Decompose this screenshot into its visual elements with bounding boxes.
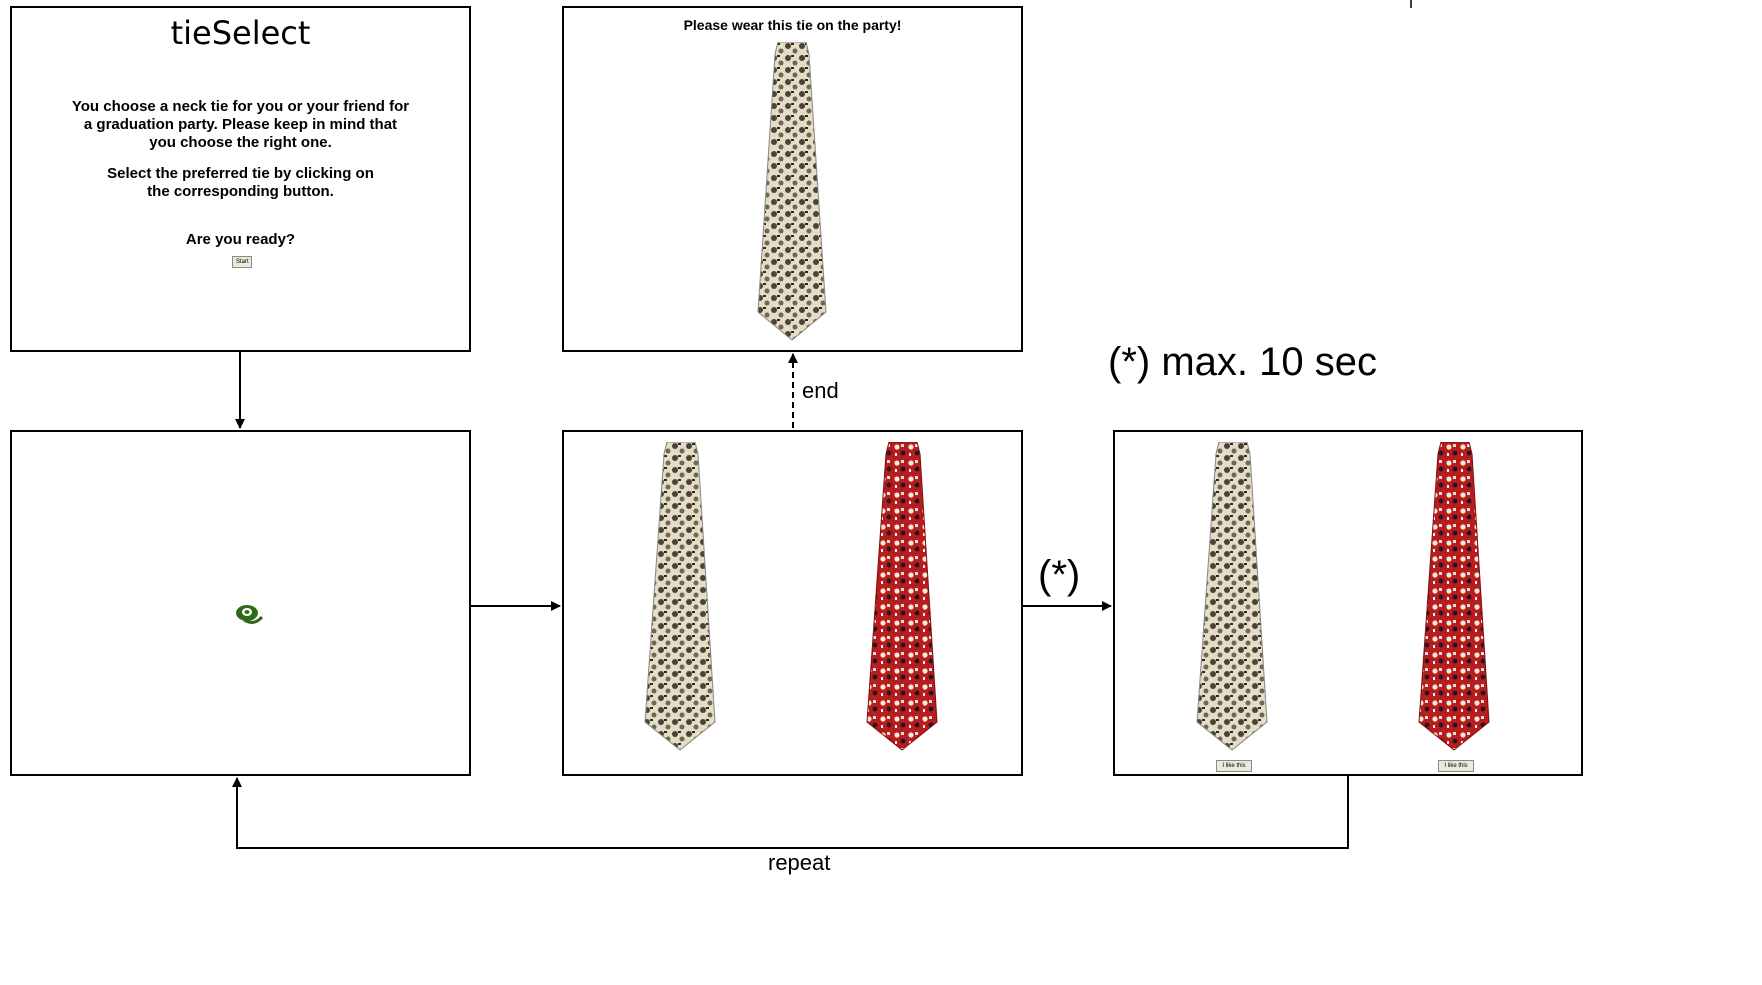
chosen-tie-image — [757, 42, 827, 341]
fixation-icon — [236, 605, 264, 624]
left-tie-image — [1196, 442, 1268, 751]
intro-paragraph-1: You choose a neck tie for you or your fr… — [71, 98, 410, 151]
timer-marker: (*) — [1038, 553, 1081, 597]
like-right-button[interactable]: I like this — [1438, 760, 1474, 772]
tieselect-logo: tieSelect — [170, 14, 311, 52]
end-label: end — [802, 378, 839, 403]
start-button[interactable]: Start — [232, 256, 252, 268]
result-screen: Please wear this tie on the party! — [562, 6, 1023, 352]
ready-question: Are you ready? — [185, 231, 296, 248]
right-tie-image — [1418, 442, 1490, 751]
intro-screen: tieSelect You choose a neck tie for you … — [10, 6, 471, 352]
decision-screen: I like this I like this — [1113, 430, 1583, 776]
repeat-label: repeat — [768, 850, 831, 875]
like-left-button[interactable]: I like this — [1216, 760, 1252, 772]
timer-note: (*) max. 10 sec — [1108, 340, 1377, 384]
left-tie-image — [644, 442, 716, 751]
repeat-arrow — [232, 776, 1349, 849]
choice-screen — [562, 430, 1023, 776]
right-tie-image — [866, 442, 938, 751]
result-title: Please wear this tie on the party! — [683, 17, 902, 33]
fixation-screen — [10, 430, 471, 776]
intro-paragraph-2: Select the preferred tie by clicking on … — [107, 165, 374, 200]
